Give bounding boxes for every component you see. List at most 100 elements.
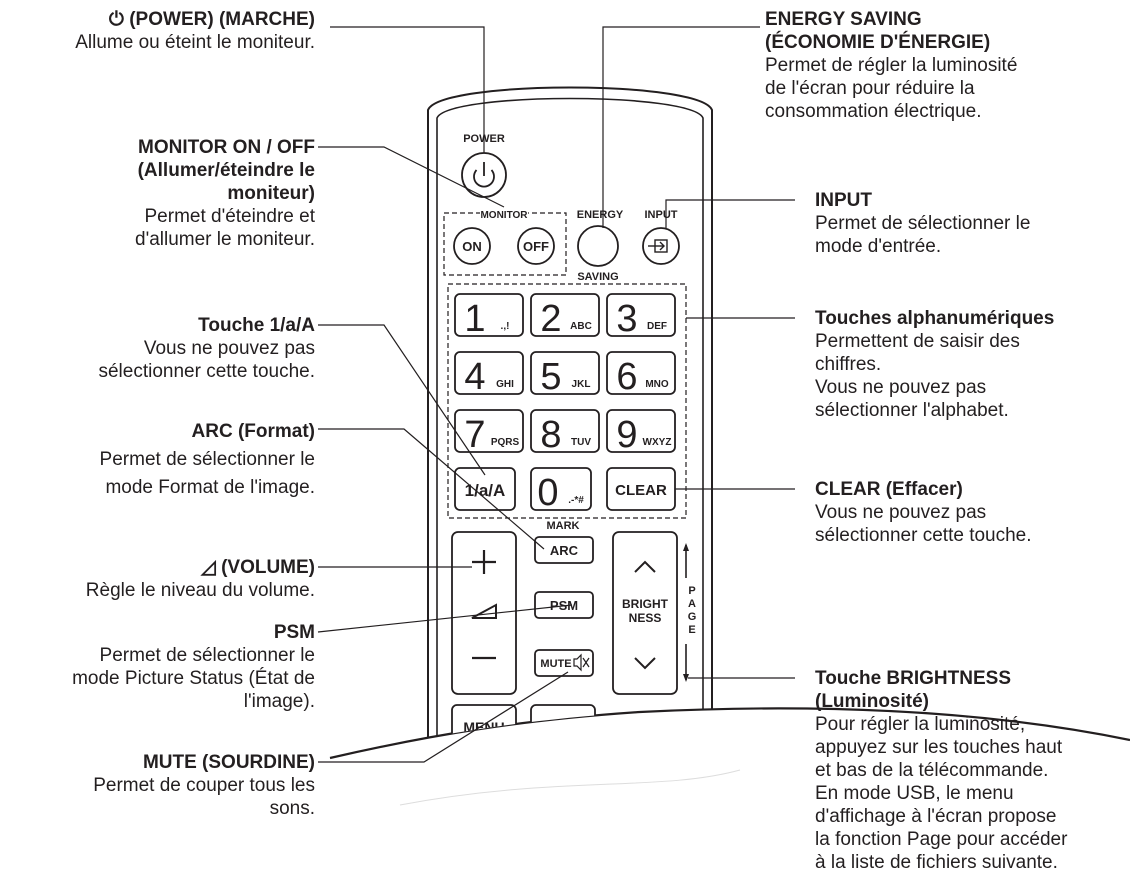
label-arc: ARC (Format) Permet de sélectionner le m…: [100, 418, 315, 502]
monitor-title-0: MONITOR ON / OFF: [138, 137, 315, 158]
mute-icon: [573, 653, 582, 672]
brightness-line1: BRIGHT: [622, 597, 669, 611]
brightness-desc-0: Pour régler la luminosité,: [815, 714, 1026, 735]
input-desc-1: mode d'entrée.: [815, 236, 942, 257]
brightness-desc-5: la fonction Page pour accéder: [815, 829, 1068, 850]
touche1-desc-0: Vous ne pouvez pas: [143, 338, 315, 359]
leader-lines: [317, 26, 795, 763]
mute-label: MUTE: [540, 658, 571, 670]
key-clear[interactable]: CLEAR: [606, 467, 676, 511]
power-title: (POWER) (MARCHE): [129, 9, 315, 30]
label-alpha: Touches alphanumériques Permettent de sa…: [815, 307, 1054, 422]
brightness-desc-6: à la liste de fichiers suivante.: [815, 852, 1058, 873]
cut-edge: [329, 707, 1130, 760]
key-7-digit: 7: [464, 414, 485, 456]
label-energy: ENERGY SAVING (ÉCONOMIE D'ÉNERGIE) Perme…: [765, 8, 1017, 123]
key-1aA-label: 1/a/A: [465, 481, 506, 500]
alpha-desc-2: Vous ne pouvez pas: [815, 377, 987, 398]
key-0[interactable]: 0 .-*#: [530, 467, 592, 514]
key-0-digit: 0: [537, 472, 558, 514]
key-6-digit: 6: [616, 356, 637, 398]
psm-desc-1: mode Picture Status (État de: [72, 668, 315, 689]
monitor-label: MONITOR: [480, 210, 528, 221]
energy-label: ENERGY: [577, 209, 624, 221]
label-power: ⏻ (POWER) (MARCHE) Allume ou éteint le m…: [75, 8, 315, 54]
page-letter: E: [688, 624, 695, 636]
key-1-digit: 1: [464, 298, 485, 340]
touche1-desc-1: sélectionner cette touche.: [98, 361, 315, 382]
psm-desc-2: l'image).: [243, 691, 315, 712]
mute-desc-1: sons.: [269, 798, 315, 819]
label-clear: CLEAR (Effacer) Vous ne pouvez pas sélec…: [815, 478, 1032, 547]
volume-rocker[interactable]: [451, 531, 517, 695]
key-9-digit: 9: [616, 414, 637, 456]
key-4-digit: 4: [464, 356, 485, 398]
label-brightness: Touche BRIGHTNESS (Luminosité) Pour régl…: [815, 667, 1067, 874]
brightness-desc-4: d'affichage à l'écran propose: [815, 806, 1057, 827]
leader-psm: [317, 604, 573, 633]
leader-mute: [318, 671, 569, 763]
key-1aA[interactable]: 1/a/A: [454, 467, 516, 511]
energy-desc-2: consommation électrique.: [765, 101, 982, 122]
key-2-digit: 2: [540, 298, 561, 340]
input-desc-0: Permet de sélectionner le: [815, 213, 1031, 234]
label-monitor: MONITOR ON / OFF (Allumer/éteindre le mo…: [135, 136, 315, 251]
psm-button[interactable]: PSM: [534, 591, 594, 619]
label-input: INPUT Permet de sélectionner le mode d'e…: [815, 189, 1030, 258]
key-1[interactable]: 1.,!: [454, 293, 524, 340]
clear-desc-1: sélectionner cette touche.: [815, 525, 1032, 546]
auto-button[interactable]: AUTO: [530, 704, 596, 746]
leader-arc: [318, 428, 545, 550]
leader-input: [665, 199, 795, 228]
auto-label: AUTO: [543, 719, 583, 735]
alphanumeric-group-box: [447, 283, 687, 519]
input-label: INPUT: [645, 209, 678, 221]
power-symbol-icon: ⏻: [108, 9, 124, 30]
key-8-letters: TUV: [571, 437, 591, 448]
mute-button[interactable]: MUTE: [534, 649, 594, 677]
monitor-desc-0: Permet d'éteindre et: [144, 206, 316, 227]
key-3-digit: 3: [616, 298, 637, 340]
psm-desc-0: Permet de sélectionner le: [99, 645, 315, 666]
input-button[interactable]: [642, 227, 680, 265]
brightness-rocker[interactable]: BRIGHT NESS: [612, 531, 678, 695]
arc-button[interactable]: ARC: [534, 536, 594, 564]
label-psm: PSM Permet de sélectionner le mode Pictu…: [72, 621, 315, 713]
clear-title: CLEAR (Effacer): [815, 479, 963, 500]
monitor-title-2: moniteur): [227, 183, 315, 204]
key-2-letters: ABC: [570, 321, 592, 332]
energy-desc-0: Permet de régler la luminosité: [765, 55, 1018, 76]
input-title: INPUT: [815, 190, 872, 211]
page-letter: A: [688, 598, 696, 610]
monitor-on-button[interactable]: ON: [453, 227, 491, 265]
monitor-off-button[interactable]: OFF: [517, 227, 555, 265]
shadow-line: [399, 769, 741, 806]
volume-symbol-icon: ◿: [201, 557, 216, 578]
monitor-title-1: (Allumer/éteindre le: [137, 160, 315, 181]
leader-touche1: [318, 324, 486, 476]
arc-desc-1: mode Format de l'image.: [105, 477, 315, 498]
key-4-letters: GHI: [496, 379, 514, 390]
page-letter: P: [688, 585, 695, 597]
arc-title: ARC (Format): [191, 421, 316, 442]
arc-label: ARC: [550, 543, 579, 558]
power-button[interactable]: [461, 152, 507, 198]
brightness-down-icon: [634, 657, 656, 670]
key-clear-label: CLEAR: [615, 482, 667, 499]
saving-label: SAVING: [577, 271, 618, 283]
energy-saving-button[interactable]: [577, 225, 619, 267]
mark-label: MARK: [547, 520, 580, 532]
brightness-desc-2: et bas de la télécommande.: [815, 760, 1049, 781]
leader-power: [330, 26, 485, 153]
off-label: OFF: [523, 239, 549, 254]
